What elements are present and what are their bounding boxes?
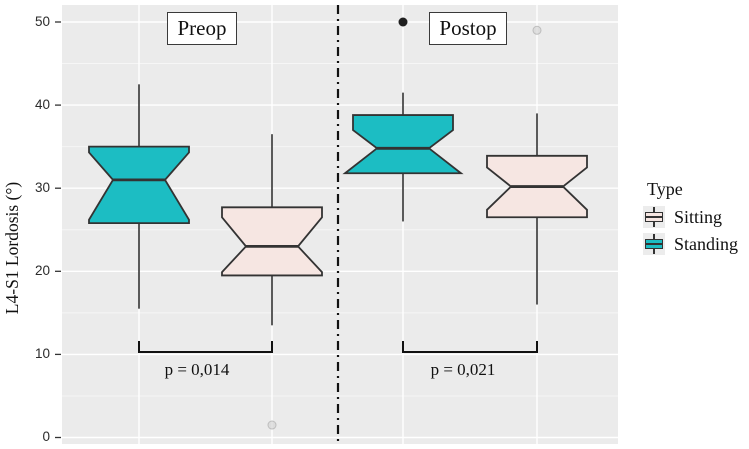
legend-box-icon-sitting <box>645 212 663 222</box>
y-tick-label-50: 50 <box>34 14 50 29</box>
legend-title: Type <box>647 179 683 199</box>
y-tick-label-20: 20 <box>34 263 50 278</box>
y-tick-label-0: 0 <box>42 429 50 444</box>
chart-panel <box>62 5 618 444</box>
legend-median-icon <box>646 216 662 218</box>
y-tick-label-30: 30 <box>34 180 50 195</box>
legend-key-standing <box>643 233 665 255</box>
y-tick-label-10: 10 <box>34 346 50 361</box>
faint-outlier-point-preop-sitting <box>267 420 277 430</box>
significance-bracket-postop <box>402 341 538 353</box>
y-tick-label-40: 40 <box>34 97 50 112</box>
legend-label-standing: Standing <box>674 233 739 254</box>
legend-key-sitting <box>643 206 665 228</box>
faint-outlier-point-postop-sitting <box>532 25 542 35</box>
facet-label-preop: Preop <box>167 12 237 45</box>
facet-label-postop: Postop <box>429 12 507 45</box>
box-preop-sitting <box>221 206 323 277</box>
y-axis-title: L4-S1 Lordosis (°) <box>2 181 22 315</box>
box-postop-standing <box>342 114 464 175</box>
outlier-point-postop-standing <box>398 17 408 27</box>
legend-entry-standing: Standing <box>643 232 738 256</box>
p-value-preop: p = 0,014 <box>164 360 230 379</box>
legend: Type Sitting Standing <box>643 179 738 259</box>
legend-label-sitting: Sitting <box>674 206 723 227</box>
legend-box-icon-standing <box>645 239 663 249</box>
p-value-postop: p = 0,021 <box>430 360 496 379</box>
significance-bracket-preop <box>138 341 273 353</box>
legend-entry-sitting: Sitting <box>643 205 738 229</box>
legend-median-icon <box>646 243 662 245</box>
box-preop-standing <box>88 145 190 225</box>
